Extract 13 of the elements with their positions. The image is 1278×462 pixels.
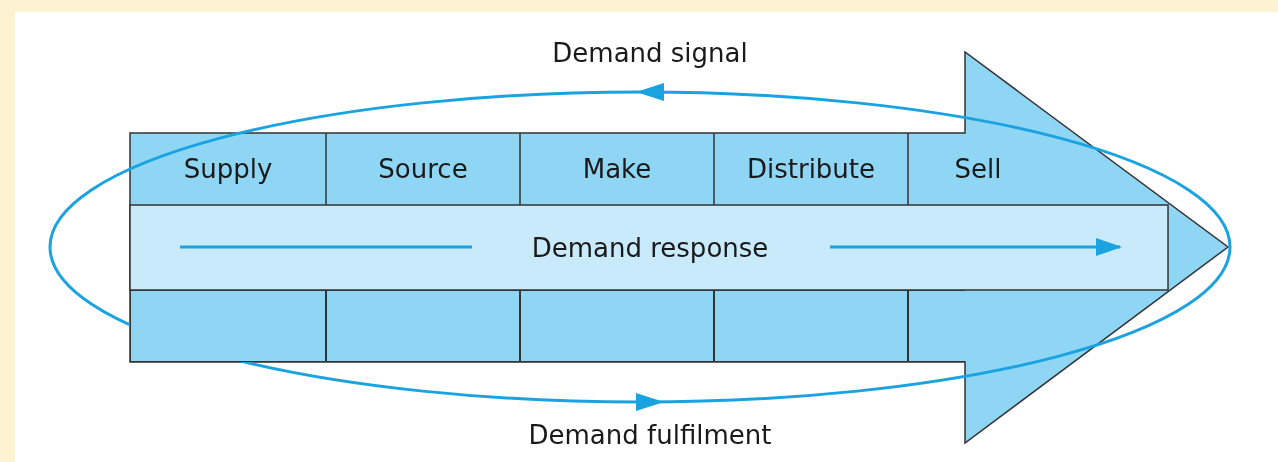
grid-cell: [326, 290, 520, 362]
flow-label: Demand signal: [552, 38, 748, 68]
stage-label: Supply: [183, 154, 273, 184]
grid-cell: [908, 290, 965, 362]
band-label: Demand response: [531, 232, 769, 263]
stage-label: Source: [378, 154, 468, 184]
stage-label: Make: [582, 154, 652, 184]
stage-label: Distribute: [746, 154, 876, 184]
flow-label: Demand fulfilment: [528, 420, 772, 450]
grid-cell: [130, 290, 326, 362]
stage-label: Sell: [954, 154, 1002, 184]
grid-cell: [520, 290, 714, 362]
grid-cell: [714, 290, 908, 362]
